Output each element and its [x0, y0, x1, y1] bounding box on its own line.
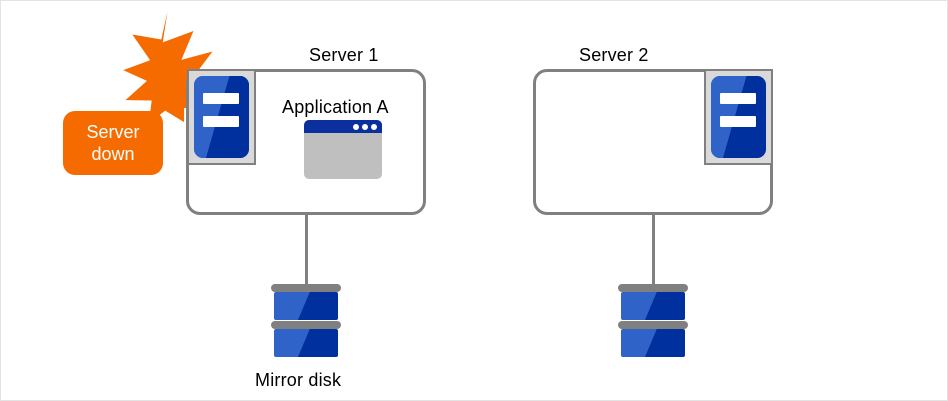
server-2-server-icon — [704, 69, 773, 165]
application-window-dot-2 — [362, 124, 368, 130]
status-badge-server-down: Server down — [63, 111, 163, 175]
disk-platter-2 — [274, 329, 338, 357]
application-window-dot-3 — [371, 124, 377, 130]
application-a-label: Application A — [282, 97, 389, 117]
disk-platter-1 — [274, 292, 338, 320]
server-2-disk-icon — [618, 284, 688, 360]
application-window-dot-1 — [353, 124, 359, 130]
disk-bar-top — [271, 284, 341, 292]
server-icon-body — [711, 76, 766, 158]
server-icon-bar-top — [203, 93, 239, 104]
server-icon-bar-bottom — [203, 116, 239, 127]
server-1-title: Server 1 — [309, 45, 379, 65]
disk-bar-middle — [618, 321, 688, 329]
status-badge-line1: Server — [86, 122, 140, 142]
disk-platter-1 — [621, 292, 685, 320]
disk-bar-top — [618, 284, 688, 292]
server-1-disk-icon — [271, 284, 341, 360]
application-window-icon — [304, 120, 382, 179]
server-icon-bar-bottom — [720, 116, 756, 127]
server-2-disk-connector — [652, 215, 655, 285]
application-window-titlebar — [304, 120, 382, 133]
status-badge-line2: down — [91, 144, 135, 164]
server-icon-bar-top — [720, 93, 756, 104]
server-icon-body — [194, 76, 249, 158]
mirror-disk-label: Mirror disk — [255, 370, 342, 390]
server-1-server-icon — [187, 69, 256, 165]
server-2-title: Server 2 — [579, 45, 649, 65]
disk-bar-middle — [271, 321, 341, 329]
server-1-disk-connector — [305, 215, 308, 285]
disk-platter-2 — [621, 329, 685, 357]
